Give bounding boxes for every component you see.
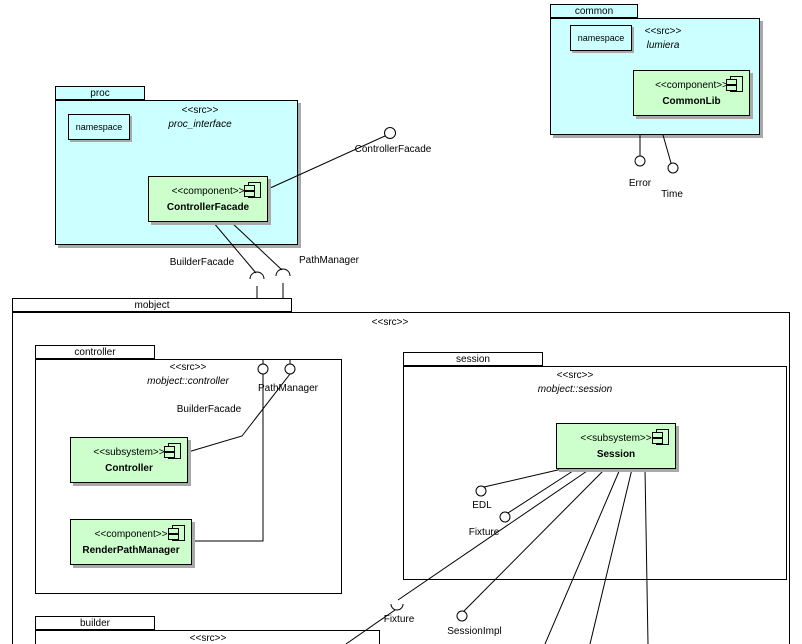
- edge-common-time: [662, 134, 672, 164]
- namespace-box-common-label: namespace: [577, 33, 625, 43]
- package-tab-builder-label: builder: [79, 617, 111, 629]
- proc-qualified-name: proc_interface: [168, 119, 232, 130]
- package-header-builder: <<src>>: [148, 632, 268, 644]
- package-tab-session-label: session: [456, 353, 490, 365]
- component-icon: [168, 525, 185, 541]
- common-qualified-name: lumiera: [646, 40, 680, 51]
- package-tab-session: session: [403, 352, 543, 366]
- interface-ball-controllerfacade-icon: [384, 127, 396, 139]
- interface-ball-time-icon: [667, 162, 679, 174]
- interface-ball-error-icon: [634, 155, 646, 167]
- session-stereotype: <<src>>: [556, 370, 594, 381]
- session-qualified-name: mobject::session: [537, 384, 613, 395]
- socket-builderfacade-icon: [249, 271, 265, 280]
- package-header-session: <<src>> mobject::session: [500, 369, 650, 397]
- package-header-controller: <<src>> mobject::controller: [113, 361, 263, 389]
- mobject-stereotype: <<src>>: [371, 317, 409, 328]
- renderpathmanager-stereotype: <<component>>: [94, 528, 168, 540]
- package-tab-proc-label: proc: [90, 87, 110, 99]
- component-icon: [652, 429, 669, 445]
- label-edl-interface: EDL: [472, 500, 492, 511]
- builder-stereotype: <<src>>: [189, 633, 227, 644]
- commonlib-name: CommonLib: [662, 95, 721, 107]
- socket-pathmanager-icon: [275, 268, 291, 277]
- label-sessionimpl: SessionImpl: [447, 626, 502, 637]
- session-comp-stereotype: <<subsystem>>: [580, 432, 652, 444]
- label-fixture-builder: Fixture: [383, 614, 415, 625]
- controller-stereotype: <<src>>: [169, 362, 207, 373]
- controller-comp-name: Controller: [105, 462, 153, 474]
- proc-stereotype: <<src>>: [181, 105, 219, 116]
- label-pathmanager-controller: PathManager: [257, 383, 319, 394]
- controllerfacade-name: ControllerFacade: [166, 201, 250, 213]
- controllerfacade-stereotype: <<component>>: [171, 185, 245, 197]
- namespace-box-proc-label: namespace: [75, 122, 123, 132]
- package-tab-controller-label: controller: [74, 346, 116, 358]
- package-header-common: <<src>> lumiera: [603, 25, 723, 53]
- component-icon: [164, 443, 181, 459]
- namespace-box-common: namespace: [570, 25, 632, 51]
- package-tab-common: common: [550, 4, 638, 18]
- package-tab-builder: builder: [35, 616, 155, 630]
- component-commonlib: <<component>> CommonLib: [633, 70, 750, 116]
- commonlib-stereotype: <<component>>: [655, 79, 728, 91]
- package-tab-proc: proc: [55, 86, 145, 100]
- component-renderpathmanager: <<component>> RenderPathManager: [70, 519, 192, 565]
- component-icon: [726, 76, 743, 92]
- package-tab-common-label: common: [574, 5, 614, 17]
- package-tab-mobject: mobject: [12, 298, 292, 312]
- component-controller: <<subsystem>> Controller: [70, 437, 188, 483]
- package-body-session: [403, 366, 787, 580]
- component-session: <<subsystem>> Session: [556, 423, 676, 469]
- label-controllerfacade-interface: ControllerFacade: [354, 144, 432, 155]
- package-tab-controller: controller: [35, 345, 155, 359]
- namespace-box-proc: namespace: [68, 114, 130, 140]
- label-fixture-session: Fixture: [468, 527, 500, 538]
- common-stereotype: <<src>>: [644, 26, 682, 37]
- label-builderfacade-controller: BuilderFacade: [176, 404, 242, 415]
- package-tab-mobject-label: mobject: [134, 299, 170, 311]
- label-builderfacade-proc: BuilderFacade: [169, 257, 235, 268]
- package-header-proc: <<src>> proc_interface: [140, 104, 260, 132]
- component-icon: [244, 182, 261, 198]
- session-comp-name: Session: [596, 448, 636, 460]
- label-pathmanager-proc: PathManager: [298, 255, 360, 266]
- controller-comp-stereotype: <<subsystem>>: [93, 446, 165, 458]
- label-error-interface: Error: [628, 178, 652, 189]
- controller-qualified-name: mobject::controller: [147, 376, 229, 387]
- renderpathmanager-name: RenderPathManager: [82, 544, 180, 556]
- package-header-mobject: <<src>>: [330, 316, 450, 330]
- label-time-interface: Time: [661, 189, 683, 200]
- component-controllerfacade: <<component>> ControllerFacade: [148, 176, 268, 222]
